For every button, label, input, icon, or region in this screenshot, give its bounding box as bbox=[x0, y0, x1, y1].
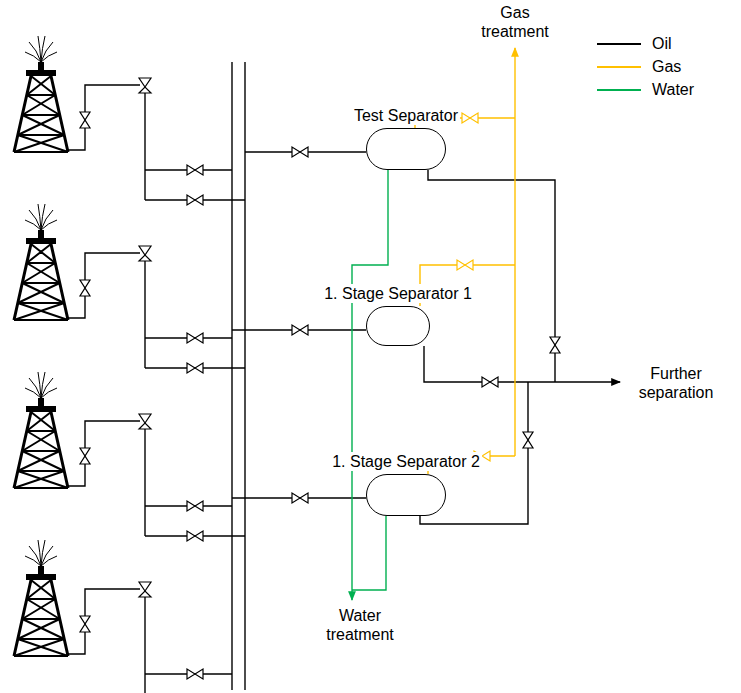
pipe-line bbox=[352, 516, 386, 590]
three-way-valve bbox=[139, 246, 151, 261]
pipe-line bbox=[514, 48, 515, 456]
valve-symbol bbox=[80, 280, 90, 296]
stream-destination: Water treatment bbox=[318, 606, 402, 644]
well-gusher bbox=[25, 540, 57, 566]
pipe-line bbox=[144, 90, 145, 200]
pipe-line bbox=[144, 258, 145, 368]
pipe-line bbox=[231, 62, 232, 690]
pipe-line bbox=[352, 170, 388, 600]
valve-symbol bbox=[187, 363, 203, 373]
legend-label: Gas bbox=[652, 57, 681, 76]
valve-symbol bbox=[80, 112, 90, 128]
valve-symbol bbox=[292, 493, 308, 503]
well-bracing bbox=[14, 412, 68, 488]
well-gusher bbox=[25, 36, 57, 62]
well-head bbox=[38, 230, 44, 238]
well-gusher bbox=[25, 372, 57, 398]
valve-symbol bbox=[292, 325, 308, 335]
pipe-line bbox=[66, 253, 140, 318]
well-platform bbox=[26, 70, 56, 76]
well-tower bbox=[14, 244, 68, 320]
legend-label: Water bbox=[652, 80, 694, 99]
valve-symbol bbox=[550, 337, 560, 353]
oil-well bbox=[14, 204, 68, 320]
three-way-valve bbox=[139, 582, 151, 597]
separator-vessel: 1. Stage Separator 1 bbox=[366, 306, 430, 346]
well-platform bbox=[26, 406, 56, 412]
well-bracing bbox=[14, 244, 68, 320]
pipe-line bbox=[244, 62, 245, 690]
separator-name: 1. Stage Separator 2 bbox=[330, 452, 482, 471]
legend-line-sample bbox=[597, 89, 641, 91]
oil-well bbox=[14, 36, 68, 152]
pipe-line bbox=[144, 426, 145, 536]
oil-well bbox=[14, 372, 68, 488]
valve-symbol bbox=[187, 531, 203, 541]
valve-symbol bbox=[523, 432, 533, 448]
three-way-valve bbox=[139, 414, 151, 429]
valve-symbol bbox=[187, 195, 203, 205]
valve-symbol bbox=[187, 165, 203, 175]
well-platform bbox=[26, 574, 56, 580]
valve-symbol bbox=[187, 333, 203, 343]
pipe-line bbox=[424, 346, 620, 382]
three-way-valve bbox=[139, 78, 151, 93]
valve-symbol bbox=[80, 448, 90, 464]
well-tower bbox=[14, 412, 68, 488]
stream-destination: Further separation bbox=[630, 364, 722, 402]
oil-well bbox=[14, 540, 68, 656]
well-bracing bbox=[14, 580, 68, 656]
legend-line-sample bbox=[597, 66, 641, 68]
pipe-line bbox=[144, 594, 145, 693]
separator-name: 1. Stage Separator 1 bbox=[322, 284, 474, 303]
pipe-line bbox=[428, 170, 555, 382]
stream-destination: Gas treatment bbox=[473, 3, 557, 41]
well-tower bbox=[14, 76, 68, 152]
well-head bbox=[38, 566, 44, 574]
well-head bbox=[38, 398, 44, 406]
valve-symbol bbox=[187, 669, 203, 679]
separator-name: Test Separator bbox=[352, 106, 460, 125]
separator-vessel: 1. Stage Separator 2 bbox=[366, 474, 446, 516]
valve-symbol bbox=[482, 377, 498, 387]
well-platform bbox=[26, 238, 56, 244]
well-bracing bbox=[14, 76, 68, 152]
legend-label: Oil bbox=[652, 34, 672, 53]
valve-symbol bbox=[292, 147, 308, 157]
well-head bbox=[38, 62, 44, 70]
separator-vessel: Test Separator bbox=[366, 128, 446, 170]
pipe-line bbox=[66, 421, 140, 486]
pipe-line bbox=[66, 85, 140, 150]
valve-symbol bbox=[462, 113, 478, 123]
legend-line-sample bbox=[597, 43, 641, 45]
valve-symbol bbox=[457, 260, 473, 270]
valve-symbol bbox=[187, 501, 203, 511]
pipe-line bbox=[66, 589, 140, 654]
well-gusher bbox=[25, 204, 57, 230]
valve-symbol bbox=[80, 616, 90, 632]
well-tower bbox=[14, 580, 68, 656]
